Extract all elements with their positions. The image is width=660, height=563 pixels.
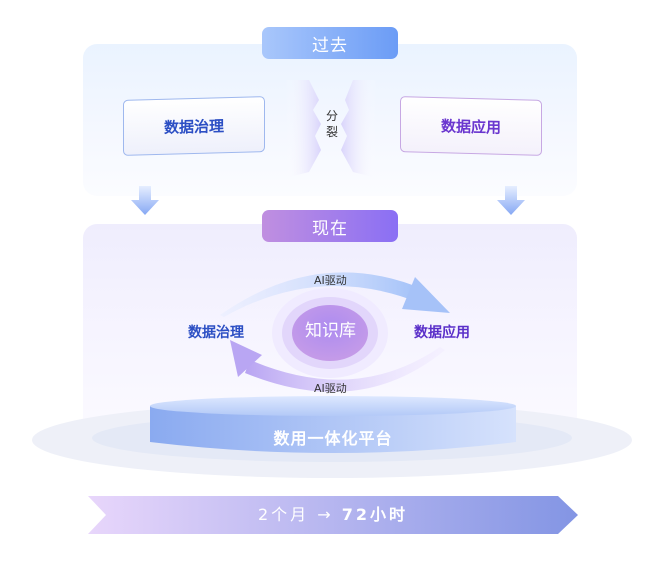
now-data-governance-label: 数据治理 bbox=[188, 325, 244, 341]
platform-cylinder bbox=[150, 396, 516, 453]
now-data-application-label: 数据应用 bbox=[414, 325, 470, 341]
ai-cycle bbox=[220, 272, 450, 392]
time-after: 72小时 bbox=[341, 505, 409, 524]
now-label: 现在 bbox=[262, 210, 398, 242]
down-arrow-left-icon bbox=[131, 186, 159, 215]
past-data-application-card: 数据应用 bbox=[400, 96, 542, 156]
bottom-arrowhead-icon bbox=[230, 340, 262, 377]
arrow-right-icon: → bbox=[317, 505, 334, 524]
split-label: 分 裂 bbox=[322, 108, 342, 140]
split-char: 裂 bbox=[325, 125, 338, 139]
bottom-arc bbox=[245, 347, 445, 392]
past-label: 过去 bbox=[262, 27, 398, 59]
platform-label: 数用一体化平台 bbox=[273, 429, 393, 448]
past-data-governance-card: 数据治理 bbox=[123, 96, 265, 156]
knowledge-base-orb bbox=[292, 305, 368, 361]
knowledge-base-label: 知识库 bbox=[305, 321, 356, 341]
ai-driven-top-label: AI驱动 bbox=[314, 274, 347, 287]
split-char: 分 bbox=[325, 109, 338, 123]
ai-driven-bottom-label: AI驱动 bbox=[314, 382, 347, 395]
time-reduction-text: 2个月 → 72小时 bbox=[90, 501, 576, 525]
top-arc bbox=[220, 272, 425, 317]
top-arrowhead-icon bbox=[402, 277, 450, 313]
down-arrow-right-icon bbox=[497, 186, 525, 215]
split-crack-icon bbox=[285, 80, 377, 178]
time-banner bbox=[88, 496, 578, 534]
time-before: 2个月 bbox=[257, 505, 310, 524]
